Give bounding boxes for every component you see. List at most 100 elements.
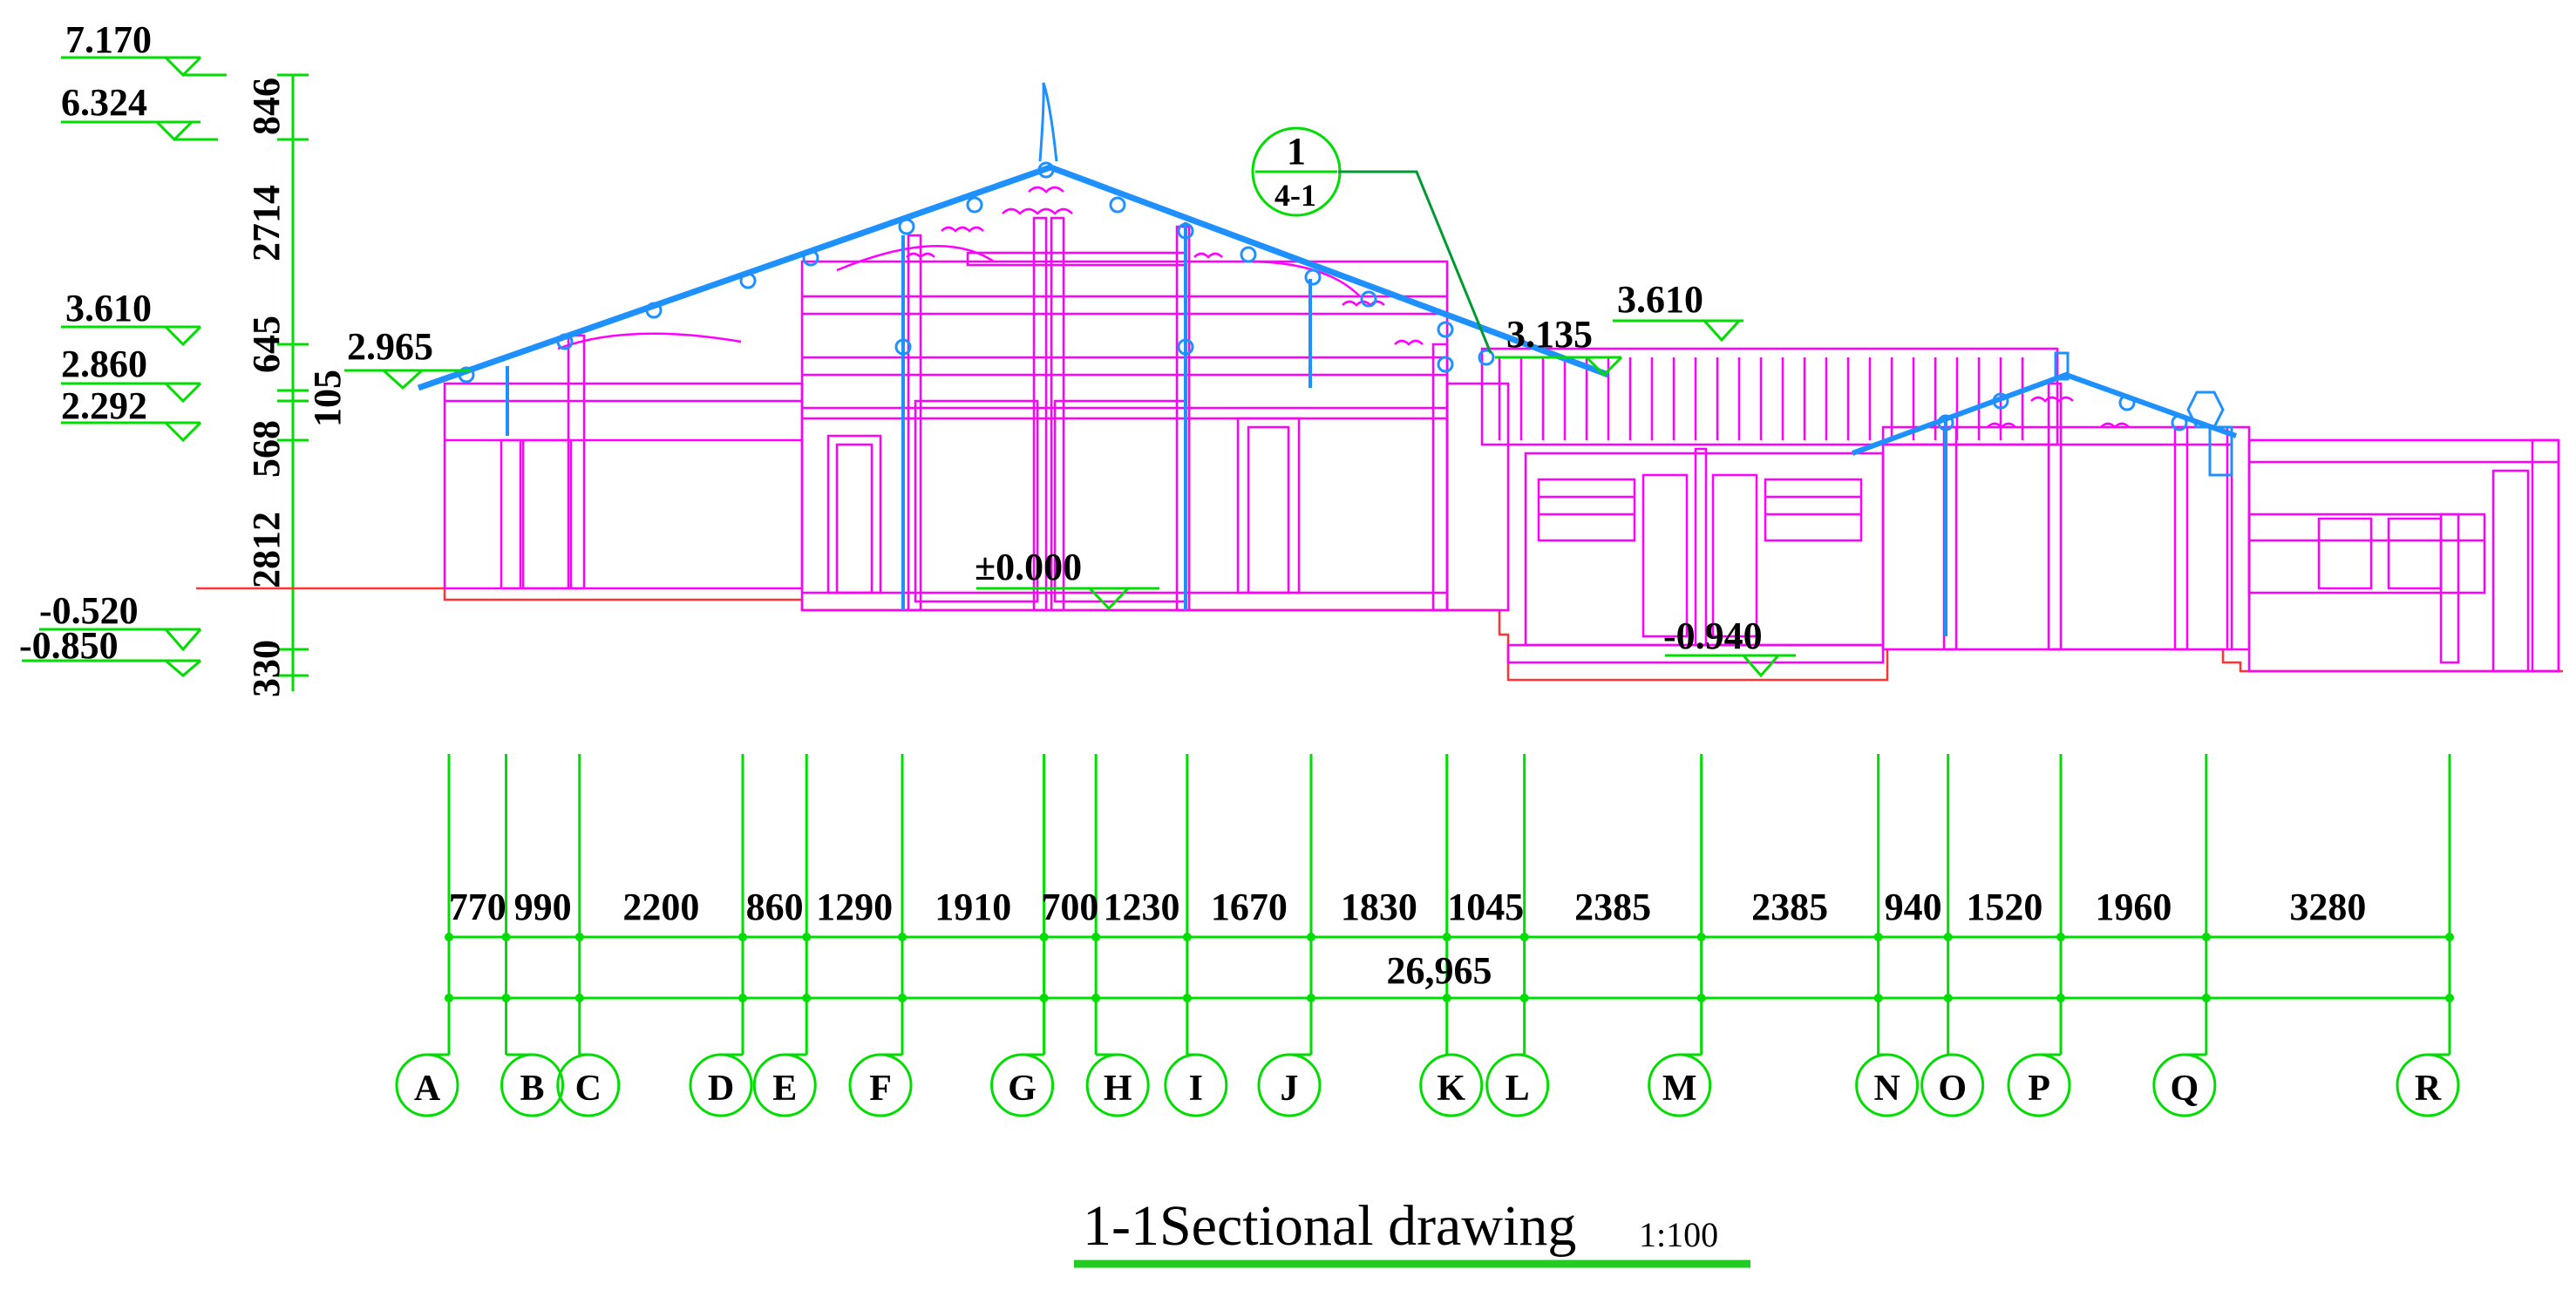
axis-label: R bbox=[2415, 1069, 2442, 1109]
axis-label: A bbox=[414, 1069, 441, 1109]
spacing-label: 1520 bbox=[1966, 886, 2042, 928]
level-0000: ±0.000 bbox=[975, 546, 1082, 588]
spacing-label: 1830 bbox=[1341, 886, 1417, 928]
axis-bubble bbox=[395, 1053, 459, 1117]
dim-tick bbox=[445, 933, 453, 941]
dim-tick bbox=[501, 994, 511, 1002]
axis-bubble bbox=[1855, 1053, 1920, 1117]
level-3135: 3.135 bbox=[1506, 313, 1593, 356]
axis-bubble bbox=[500, 1053, 565, 1117]
dim-tick bbox=[1696, 933, 1706, 941]
left-elevation-chain bbox=[277, 73, 309, 691]
spacing-label: 1045 bbox=[1447, 886, 1524, 928]
level-7170: 7.170 bbox=[65, 18, 152, 61]
axis-bubble bbox=[2396, 1053, 2460, 1117]
dim-tick bbox=[1442, 933, 1451, 941]
axis-label: N bbox=[1873, 1069, 1900, 1109]
dim-tick bbox=[1182, 994, 1192, 1002]
dim-tick bbox=[574, 933, 584, 941]
level-3610: 3.610 bbox=[65, 287, 152, 329]
dim-tick bbox=[898, 933, 907, 941]
axis-bubble bbox=[689, 1053, 753, 1117]
spacing-label: 940 bbox=[1885, 886, 1942, 928]
inline-level-markers bbox=[344, 319, 1796, 678]
drawing-title: 1-1Sectional drawing bbox=[1083, 1194, 1576, 1258]
axis-label: P bbox=[2028, 1069, 2050, 1109]
dim-tick bbox=[1696, 994, 1706, 1002]
left-dim-2714: 2714 bbox=[245, 185, 288, 261]
callout-top: 1 bbox=[1287, 130, 1306, 173]
level-3610-right: 3.610 bbox=[1617, 278, 1703, 321]
dim-tick bbox=[1519, 994, 1529, 1002]
axis-label: J bbox=[1280, 1069, 1298, 1109]
dim-tick bbox=[2056, 994, 2066, 1002]
axis-label: B bbox=[520, 1069, 545, 1109]
roof bbox=[417, 82, 2238, 636]
dim-tick bbox=[1091, 994, 1101, 1002]
dim-tick bbox=[2445, 994, 2454, 1002]
left-dim-105: 105 bbox=[306, 370, 349, 427]
spacing-label: 990 bbox=[514, 886, 572, 928]
dim-tick bbox=[738, 933, 748, 941]
level-neg0520: -0.520 bbox=[39, 589, 139, 632]
level-2292: 2.292 bbox=[61, 384, 147, 427]
axis-label: Q bbox=[2171, 1069, 2199, 1109]
axis-label: E bbox=[772, 1069, 797, 1109]
dim-tick bbox=[738, 994, 748, 1002]
dim-tick bbox=[1519, 933, 1529, 941]
axis-bubble bbox=[848, 1053, 913, 1117]
axis-label: K bbox=[1437, 1069, 1465, 1109]
dim-tick bbox=[1306, 933, 1315, 941]
dim-tick bbox=[1306, 994, 1315, 1002]
dim-tick bbox=[1039, 994, 1049, 1002]
spacing-label: 770 bbox=[449, 886, 506, 928]
total-dimension: 26,965 bbox=[1387, 949, 1492, 992]
axis-label: L bbox=[1505, 1069, 1530, 1109]
spacing-label: 2385 bbox=[1574, 886, 1651, 928]
axis-label: D bbox=[708, 1069, 734, 1109]
axis-bubble bbox=[2152, 1053, 2217, 1117]
spacing-label: 2385 bbox=[1751, 886, 1828, 928]
dim-tick bbox=[1091, 933, 1101, 941]
spacing-label: 3280 bbox=[2289, 886, 2366, 928]
dim-tick bbox=[1182, 933, 1192, 941]
spacing-label: 2200 bbox=[622, 886, 699, 928]
dim-tick bbox=[898, 994, 907, 1002]
axis-bubble bbox=[1419, 1053, 1484, 1117]
axis-label: C bbox=[575, 1069, 602, 1109]
left-dim-2812: 2812 bbox=[245, 512, 288, 588]
axis-bubble bbox=[990, 1053, 1055, 1117]
axis-bubble bbox=[556, 1053, 621, 1117]
spacing-label: 1960 bbox=[2095, 886, 2172, 928]
axis-bubble bbox=[1257, 1053, 1322, 1117]
dim-tick bbox=[2201, 933, 2211, 941]
dim-tick bbox=[2201, 994, 2211, 1002]
dim-tick bbox=[1873, 994, 1883, 1002]
axis-label: M bbox=[1662, 1069, 1697, 1109]
dim-tick bbox=[2445, 933, 2454, 941]
dim-tick bbox=[1943, 933, 1953, 941]
dim-tick bbox=[1943, 994, 1953, 1002]
axis-label: F bbox=[869, 1069, 892, 1109]
dim-tick bbox=[1039, 933, 1049, 941]
callout-bottom: 4-1 bbox=[1274, 178, 1316, 213]
dim-tick bbox=[1873, 933, 1883, 941]
level-6324: 6.324 bbox=[61, 81, 147, 124]
axis-label: I bbox=[1189, 1069, 1203, 1109]
axis-bubble bbox=[1920, 1053, 1985, 1117]
level-2965: 2.965 bbox=[347, 325, 433, 368]
dim-tick bbox=[802, 933, 812, 941]
dim-tick bbox=[2056, 933, 2066, 941]
left-dim-645: 645 bbox=[245, 316, 288, 373]
spacing-label: 1230 bbox=[1104, 886, 1180, 928]
spacing-label: 700 bbox=[1041, 886, 1098, 928]
axis-label: O bbox=[1938, 1069, 1967, 1109]
section-callout bbox=[1251, 126, 1492, 354]
axis-bubble bbox=[1648, 1053, 1712, 1117]
dim-tick bbox=[574, 994, 584, 1002]
axis-bubble bbox=[1485, 1053, 1550, 1117]
left-dim-330: 330 bbox=[245, 640, 288, 697]
ground-line bbox=[196, 587, 2563, 682]
